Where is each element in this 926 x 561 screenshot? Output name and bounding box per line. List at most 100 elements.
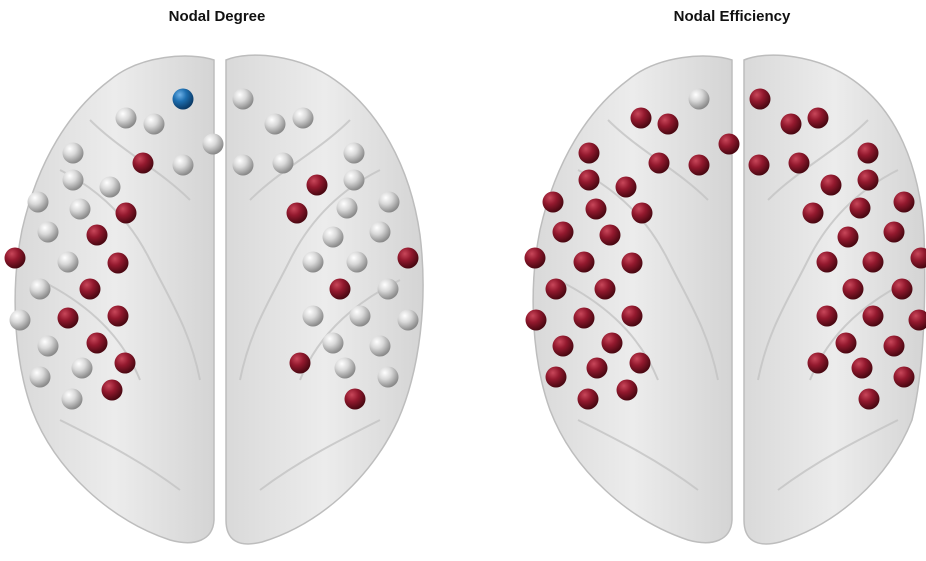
brain-node-red bbox=[808, 353, 829, 374]
brain-node-gray bbox=[28, 192, 49, 213]
brain-node-red bbox=[859, 389, 880, 410]
brain-node-gray bbox=[323, 227, 344, 248]
brain-node-gray bbox=[337, 198, 358, 219]
brain-node-gray bbox=[10, 310, 31, 331]
left-hemisphere-shape bbox=[15, 56, 214, 543]
brain-node-red bbox=[649, 153, 670, 174]
brain-node-gray bbox=[63, 143, 84, 164]
brain-node-red bbox=[587, 358, 608, 379]
brain-node-red bbox=[116, 203, 137, 224]
brain-node-gray bbox=[293, 108, 314, 129]
brain-node-gray bbox=[347, 252, 368, 273]
right-hemisphere-shape bbox=[226, 55, 423, 544]
brain-node-red bbox=[330, 279, 351, 300]
brain-node-red bbox=[546, 279, 567, 300]
brain-node-red bbox=[894, 192, 915, 213]
brain-node-gray bbox=[70, 199, 91, 220]
brain-node-red bbox=[600, 225, 621, 246]
brain-node-gray bbox=[378, 279, 399, 300]
brain-node-red bbox=[803, 203, 824, 224]
brain-node-gray bbox=[379, 192, 400, 213]
brain-node-red bbox=[398, 248, 419, 269]
brain-node-red bbox=[689, 155, 710, 176]
brain-node-red bbox=[884, 336, 905, 357]
brain-node-red bbox=[115, 353, 136, 374]
left-hemisphere-shape bbox=[533, 56, 732, 543]
brain-node-red bbox=[307, 175, 328, 196]
brain-node-gray bbox=[370, 336, 391, 357]
brain-node-red bbox=[87, 333, 108, 354]
brain-node-red bbox=[719, 134, 740, 155]
brain-node-gray bbox=[30, 279, 51, 300]
brain-left-panel bbox=[5, 55, 424, 544]
brain-node-red bbox=[622, 253, 643, 274]
brain-node-red bbox=[884, 222, 905, 243]
brain-node-red bbox=[789, 153, 810, 174]
brain-node-red bbox=[602, 333, 623, 354]
brain-node-red bbox=[750, 89, 771, 110]
brain-node-red bbox=[80, 279, 101, 300]
brain-node-red bbox=[553, 222, 574, 243]
brain-node-red bbox=[858, 143, 879, 164]
brain-node-gray bbox=[30, 367, 51, 388]
brain-node-gray bbox=[63, 170, 84, 191]
brain-node-gray bbox=[144, 114, 165, 135]
brain-node-gray bbox=[173, 155, 194, 176]
brain-node-red bbox=[525, 248, 546, 269]
brain-node-red bbox=[108, 306, 129, 327]
brain-node-gray bbox=[378, 367, 399, 388]
brain-node-gray bbox=[38, 222, 59, 243]
brain-node-gray bbox=[303, 306, 324, 327]
brain-node-red bbox=[579, 143, 600, 164]
brain-node-gray bbox=[265, 114, 286, 135]
brain-node-red bbox=[574, 308, 595, 329]
brain-node-gray bbox=[100, 177, 121, 198]
brain-node-red bbox=[622, 306, 643, 327]
brain-node-red bbox=[817, 306, 838, 327]
brain-node-red bbox=[892, 279, 913, 300]
brain-node-red bbox=[290, 353, 311, 374]
brain-node-gray bbox=[335, 358, 356, 379]
brain-node-red bbox=[578, 389, 599, 410]
brain-node-red bbox=[87, 225, 108, 246]
brain-node-red bbox=[631, 108, 652, 129]
brain-node-red bbox=[817, 252, 838, 273]
brain-node-gray bbox=[233, 89, 254, 110]
brain-node-red bbox=[852, 358, 873, 379]
brain-node-red bbox=[863, 252, 884, 273]
brain-node-red bbox=[894, 367, 915, 388]
brain-right-panel bbox=[525, 55, 926, 544]
brain-node-red bbox=[781, 114, 802, 135]
brain-node-gray bbox=[303, 252, 324, 273]
brain-node-red bbox=[287, 203, 308, 224]
brain-node-red bbox=[630, 353, 651, 374]
brain-node-red bbox=[5, 248, 26, 269]
brain-node-gray bbox=[344, 143, 365, 164]
brain-node-red bbox=[632, 203, 653, 224]
brain-node-red bbox=[345, 389, 366, 410]
brain-node-gray bbox=[116, 108, 137, 129]
brain-node-red bbox=[553, 336, 574, 357]
brain-node-red bbox=[749, 155, 770, 176]
brain-node-red bbox=[617, 380, 638, 401]
brain-node-gray bbox=[58, 252, 79, 273]
right-hemisphere-shape bbox=[744, 55, 925, 544]
brain-node-red bbox=[586, 199, 607, 220]
brain-node-red bbox=[616, 177, 637, 198]
brain-node-red bbox=[850, 198, 871, 219]
brain-node-red bbox=[579, 170, 600, 191]
brain-node-red bbox=[821, 175, 842, 196]
brain-node-red bbox=[543, 192, 564, 213]
brain-node-red bbox=[863, 306, 884, 327]
brain-node-gray bbox=[370, 222, 391, 243]
brain-node-gray bbox=[273, 153, 294, 174]
brain-node-red bbox=[843, 279, 864, 300]
brain-node-red bbox=[836, 333, 857, 354]
brain-node-gray bbox=[233, 155, 254, 176]
brain-node-red bbox=[133, 153, 154, 174]
brain-node-gray bbox=[62, 389, 83, 410]
brain-node-gray bbox=[350, 306, 371, 327]
brain-node-gray bbox=[344, 170, 365, 191]
brain-node-red bbox=[108, 253, 129, 274]
